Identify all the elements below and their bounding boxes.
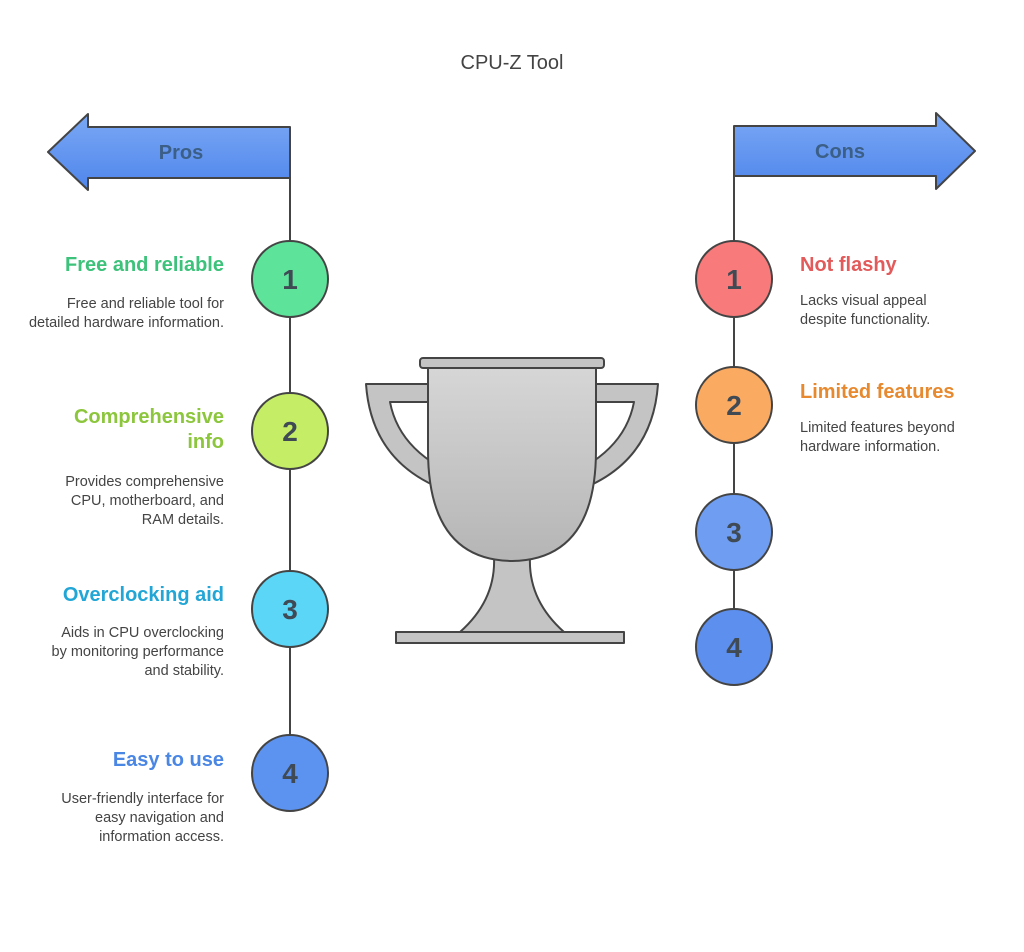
- pro-circle-4: [251, 734, 329, 812]
- con-number-4: 4: [726, 632, 742, 663]
- pros-label: Pros: [159, 142, 203, 164]
- pro-description-3: Aids in CPU overclocking by monitoring p…: [51, 625, 224, 679]
- pro-heading-2: Comprehensive info: [73, 406, 224, 453]
- pro-number-3: 3: [282, 594, 298, 625]
- pro-circle-1: [251, 240, 329, 318]
- con-circle-3: [695, 493, 773, 571]
- pro-description-2: Provides comprehensive CPU, motherboard,…: [65, 474, 224, 528]
- pro-heading-4: Easy to use: [112, 749, 224, 771]
- pro-description-4: User-friendly interface for easy navigat…: [61, 791, 224, 845]
- con-circle-2: [695, 366, 773, 444]
- pro-heading-3: Overclocking aid: [62, 584, 224, 606]
- pro-number-2: 2: [282, 416, 298, 447]
- pros-number-circles: 1 2 3 4: [251, 240, 329, 812]
- page-title: CPU-Z Tool: [460, 52, 564, 74]
- con-description-1: Lacks visual appeal despite functionalit…: [800, 293, 931, 328]
- pro-circle-3: [251, 570, 329, 648]
- con-heading-1: Not flashy: [800, 254, 897, 276]
- pro-circle-2: [251, 392, 329, 470]
- pro-number-4: 4: [282, 758, 298, 789]
- con-number-2: 2: [726, 390, 742, 421]
- pro-heading-1: Free and reliable: [65, 254, 224, 276]
- cons-label: Cons: [815, 141, 865, 163]
- right-arrow-icon: [733, 112, 976, 190]
- con-description-2: Limited features beyond hardware informa…: [800, 420, 955, 455]
- con-circle-1: [695, 240, 773, 318]
- cons-number-circles: 1 2 3 4: [695, 240, 773, 686]
- con-circle-4: [695, 608, 773, 686]
- con-heading-2: Limited features: [800, 381, 955, 403]
- pro-description-1: Free and reliable tool for detailed hard…: [28, 296, 224, 331]
- con-number-3: 3: [726, 517, 742, 548]
- left-arrow-icon: [47, 113, 291, 191]
- trophy-icon: [365, 357, 659, 644]
- con-number-1: 1: [726, 264, 742, 295]
- pro-number-1: 1: [282, 264, 298, 295]
